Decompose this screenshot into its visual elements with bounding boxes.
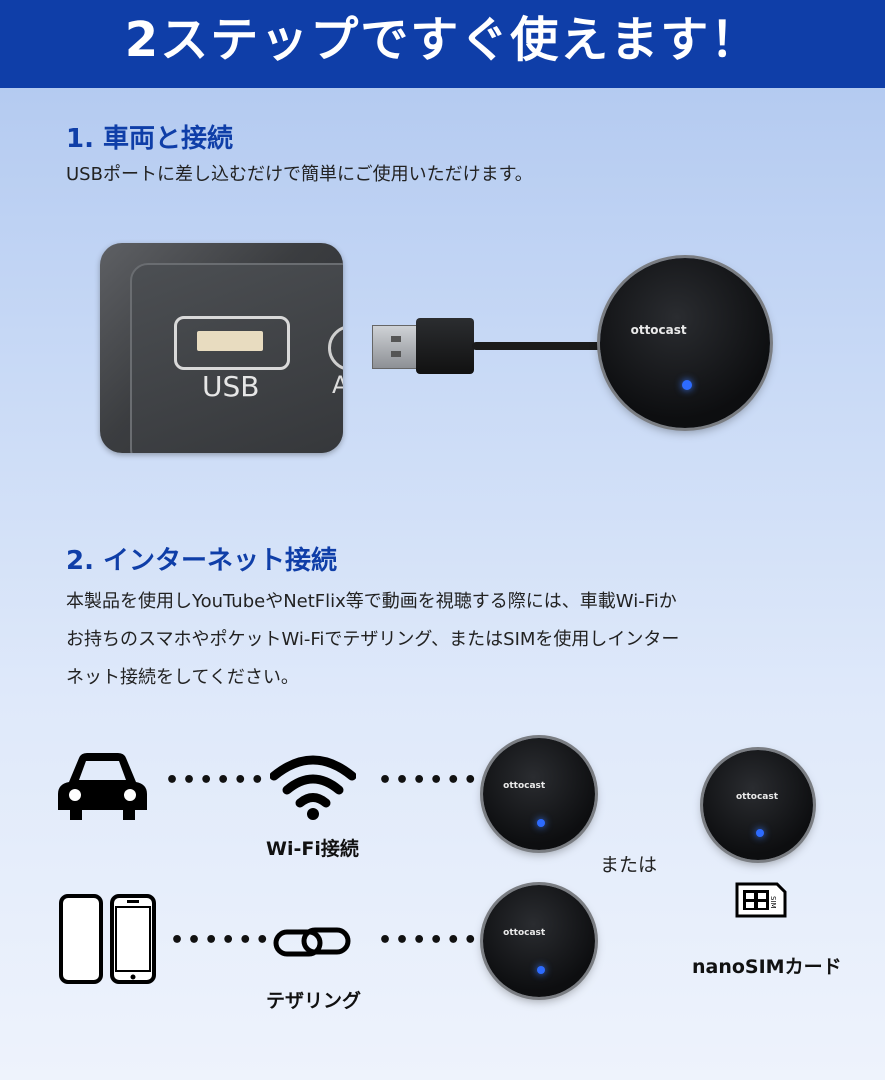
- port-bezel: [130, 263, 343, 453]
- connector-dots: ••••••: [170, 928, 273, 953]
- car-icon: [58, 753, 147, 820]
- connector-dots: ••••••: [378, 928, 481, 953]
- ottocast-device: ottocast: [483, 738, 595, 850]
- usb-port-photo: USB A: [100, 243, 343, 453]
- step1-description: USBポートに差し込むだけで簡単にご使用いただけます。: [66, 164, 533, 185]
- connector-dots: ••••••: [378, 768, 481, 793]
- page-header: 2ステップですぐ使えます！: [0, 0, 885, 88]
- device-logo: ottocast: [503, 927, 546, 938]
- usb-cable: [472, 342, 612, 350]
- led-indicator: [536, 818, 545, 827]
- step2-description: 本製品を使用しYouTubeやNetFlix等で動画を視聴する際には、車載Wi-…: [66, 583, 826, 697]
- sim-chip-text: SIM: [769, 896, 777, 909]
- aux-port-label: A: [332, 371, 343, 399]
- led-indicator: [681, 380, 692, 391]
- phone-icon: [59, 894, 156, 984]
- step1-title: 1. 車両と接続: [66, 124, 234, 154]
- sim-card-icon: SIM: [735, 882, 787, 918]
- usb-plug-housing: [416, 318, 474, 374]
- step2-desc-line: お持ちのスマホやポケットWi-Fiでテザリング、またはSIMを使用しインター: [66, 629, 680, 650]
- ottocast-device: ottocast: [600, 258, 770, 428]
- led-indicator: [536, 965, 545, 974]
- tether-label: テザリング: [266, 990, 362, 1012]
- led-indicator: [755, 829, 764, 838]
- device-logo: ottocast: [736, 791, 779, 802]
- sim-label: nanoSIMカード: [692, 956, 842, 978]
- usb-plug-icon: [372, 325, 420, 369]
- usb-port-icon: [174, 316, 290, 370]
- connector-dots: ••••••: [165, 768, 268, 793]
- header-title: 2ステップですぐ使えます！: [124, 12, 761, 68]
- usb-port-label: USB: [202, 370, 260, 403]
- step2-desc-line: 本製品を使用しYouTubeやNetFlix等で動画を視聴する際には、車載Wi-…: [66, 591, 677, 612]
- ottocast-device: ottocast: [483, 885, 595, 997]
- step2-desc-line: ネット接続をしてください。: [66, 667, 299, 688]
- or-label: または: [600, 854, 658, 876]
- device-logo: ottocast: [630, 322, 687, 337]
- ottocast-device-sim: ottocast: [703, 750, 813, 860]
- wifi-icon: [270, 755, 356, 820]
- link-icon: [273, 927, 351, 957]
- step2-title: 2. インターネット接続: [66, 546, 338, 576]
- device-logo: ottocast: [503, 780, 546, 791]
- wifi-label: Wi-Fi接続: [266, 838, 359, 860]
